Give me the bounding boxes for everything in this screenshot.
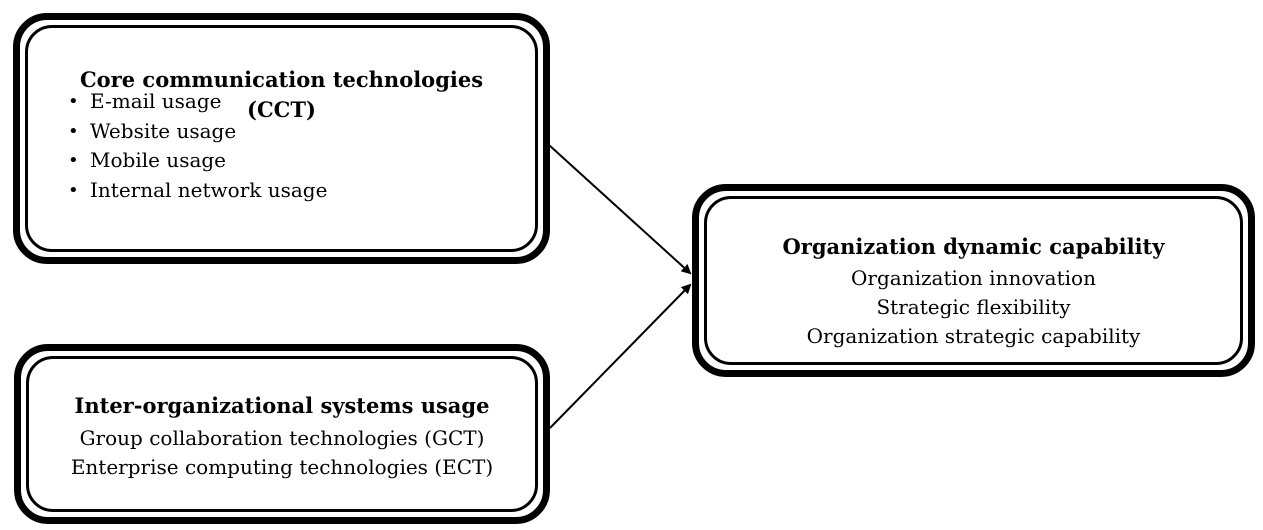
cct-box-inner: Core communication technologies (CCT) E-… [25,25,538,252]
arrow-cct-to-odc [548,144,692,275]
odc-content: Organization dynamic capability Organiza… [707,232,1240,351]
cct-item-mobile: Mobile usage [68,146,327,176]
odc-line-strategic-capability: Organization strategic capability [806,324,1141,348]
ios-box-inner: Inter-organizational systems usage Group… [26,356,538,512]
cct-item-internal-network: Internal network usage [68,176,327,206]
ios-line-gct: Group collaboration technologies (GCT) [79,426,485,450]
odc-box-inner: Organization dynamic capability Organiza… [704,196,1243,365]
cct-item-email: E-mail usage [68,87,327,117]
ios-line-ect: Enterprise computing technologies (ECT) [70,455,494,479]
ios-content: Inter-organizational systems usage Group… [29,391,535,482]
odc-title: Organization dynamic capability [782,234,1165,259]
odc-box: Organization dynamic capability Organiza… [692,184,1255,377]
arrow-ios-to-odc [549,283,692,429]
odc-line-innovation: Organization innovation [851,266,1096,290]
odc-line-flexibility: Strategic flexibility [876,295,1071,319]
cct-item-website: Website usage [68,117,327,147]
cct-box: Core communication technologies (CCT) E-… [13,13,550,264]
cct-item-list: E-mail usage Website usage Mobile usage … [68,87,327,205]
ios-box: Inter-organizational systems usage Group… [14,344,550,524]
ios-title: Inter-organizational systems usage [74,393,490,418]
